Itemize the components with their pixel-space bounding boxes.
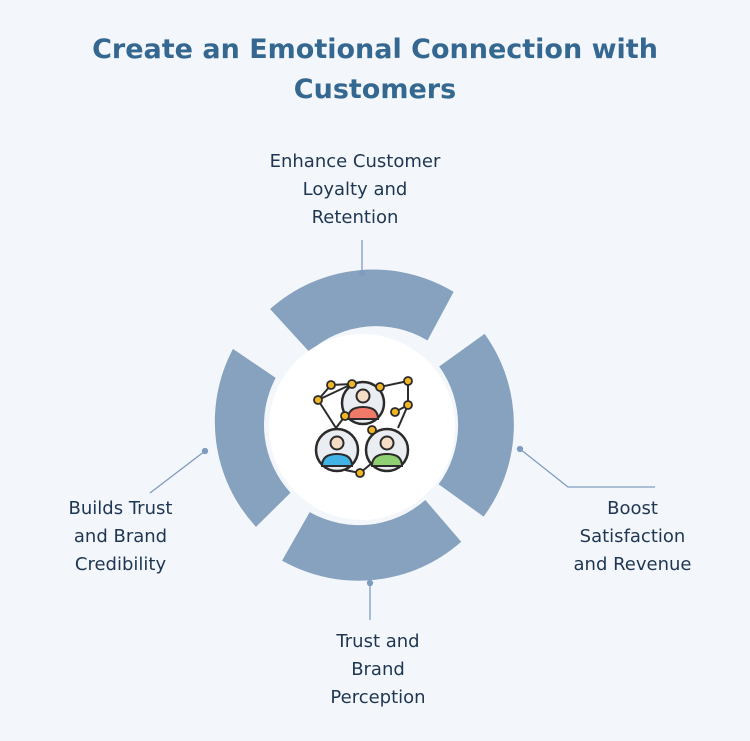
label-right: Boost Satisfaction and Revenue xyxy=(555,495,710,579)
connector-left xyxy=(149,450,206,494)
label-bottom: Trust and Brand Perception xyxy=(298,628,458,712)
connector-right-dot xyxy=(516,445,524,453)
ring-segment-right xyxy=(438,333,514,517)
ring-segment-left xyxy=(214,348,291,527)
ring-segment-bottom xyxy=(282,500,462,581)
connector-right xyxy=(519,448,655,488)
label-left-line: and Brand xyxy=(73,526,168,547)
connector-left-dot xyxy=(201,447,209,455)
label-right-line: Satisfaction xyxy=(579,526,686,547)
label-left-line: Builds Trust xyxy=(68,498,173,519)
label-top-line: Loyalty and xyxy=(302,179,408,200)
center-circle xyxy=(269,334,455,520)
label-top-line: Retention xyxy=(311,207,399,228)
label-bottom-line: Brand xyxy=(351,659,405,680)
label-right-line: Boost xyxy=(607,498,658,519)
page-title: Create an Emotional Connection with Cust… xyxy=(92,34,658,105)
connector-top-dot xyxy=(358,269,366,277)
label-left-line: Credibility xyxy=(74,554,167,575)
connectors xyxy=(149,240,655,620)
label-top: Enhance Customer Loyalty and Retention xyxy=(245,148,465,232)
label-bottom-line: Trust and xyxy=(336,631,420,652)
connector-bottom-dot xyxy=(366,579,374,587)
label-bottom-line: Perception xyxy=(330,687,426,708)
ring-segment-top xyxy=(270,269,454,352)
label-right-line: and Revenue xyxy=(573,554,692,575)
customer-network-icon xyxy=(313,376,413,478)
ring-segments xyxy=(214,269,514,581)
label-top-line: Enhance Customer xyxy=(269,151,441,172)
label-left: Builds Trust and Brand Credibility xyxy=(38,495,203,579)
